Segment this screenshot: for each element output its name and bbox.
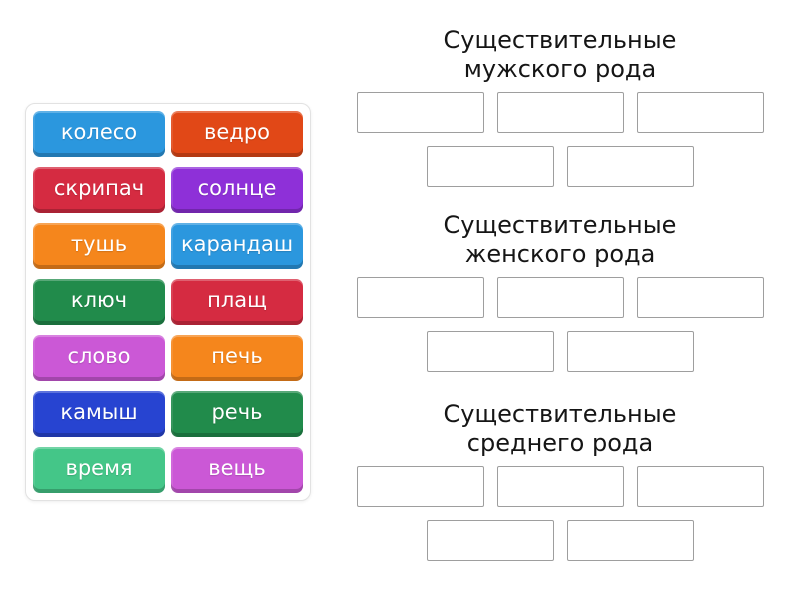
drop-slot-feminine-2[interactable] (496, 277, 624, 318)
word-tile-rech[interactable]: речь (171, 391, 303, 437)
drop-slot-neuter-2[interactable] (496, 466, 624, 507)
category-group-feminine: Существительные женского рода (350, 211, 770, 385)
word-tile-vedro[interactable]: ведро (171, 111, 303, 157)
drop-slot-masculine-5[interactable] (566, 146, 694, 187)
word-tile-tush[interactable]: тушь (33, 223, 165, 269)
category-group-neuter: Существительные среднего рода (350, 400, 770, 574)
category-group-masculine: Существительные мужского рода (350, 26, 770, 200)
slot-row (350, 146, 770, 187)
drop-slot-masculine-3[interactable] (636, 92, 764, 133)
drop-slot-feminine-1[interactable] (356, 277, 484, 318)
drop-slot-neuter-1[interactable] (356, 466, 484, 507)
slot-row (350, 331, 770, 372)
word-tile-veshch[interactable]: вещь (171, 447, 303, 493)
slot-row (350, 277, 770, 318)
word-tile-pech[interactable]: печь (171, 335, 303, 381)
word-tile-koleso[interactable]: колесо (33, 111, 165, 157)
word-tile-plashch[interactable]: плащ (171, 279, 303, 325)
drop-slot-masculine-2[interactable] (496, 92, 624, 133)
word-tile-skripach[interactable]: скрипач (33, 167, 165, 213)
drop-slot-masculine-4[interactable] (426, 146, 554, 187)
drop-slot-feminine-4[interactable] (426, 331, 554, 372)
word-tile-klyuch[interactable]: ключ (33, 279, 165, 325)
category-title-masculine: Существительные мужского рода (443, 26, 677, 83)
word-tile-solntse[interactable]: солнце (171, 167, 303, 213)
category-title-neuter: Существительные среднего рода (443, 400, 677, 457)
word-tile-panel: колесо ведро скрипач солнце тушь каранда… (25, 103, 311, 501)
drop-slot-neuter-4[interactable] (426, 520, 554, 561)
drop-slot-feminine-5[interactable] (566, 331, 694, 372)
word-tile-vremya[interactable]: время (33, 447, 165, 493)
slot-row (350, 520, 770, 561)
drop-slot-feminine-3[interactable] (636, 277, 764, 318)
word-tile-karandash[interactable]: карандаш (171, 223, 303, 269)
slot-row (350, 466, 770, 507)
drop-slot-neuter-5[interactable] (566, 520, 694, 561)
category-title-feminine: Существительные женского рода (443, 211, 677, 268)
word-tile-kamysh[interactable]: камыш (33, 391, 165, 437)
slot-row (350, 92, 770, 133)
word-tile-slovo[interactable]: слово (33, 335, 165, 381)
drop-slot-neuter-3[interactable] (636, 466, 764, 507)
drop-slot-masculine-1[interactable] (356, 92, 484, 133)
